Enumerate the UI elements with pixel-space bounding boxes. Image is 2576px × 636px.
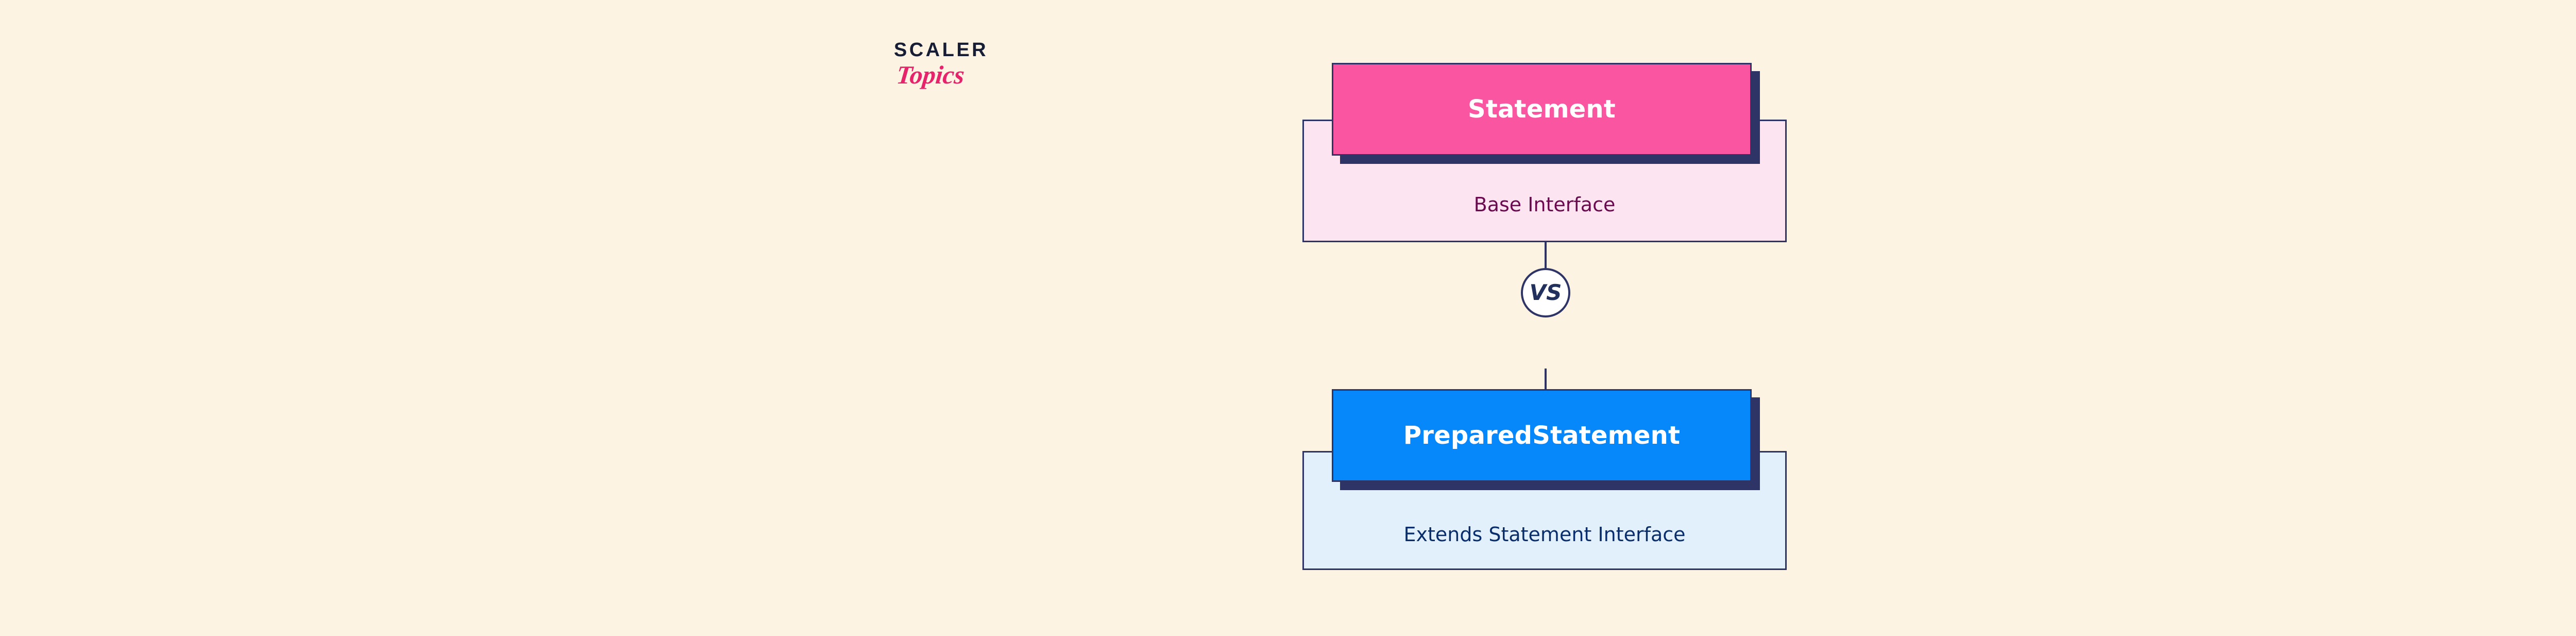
statement-caption: Base Interface [1473, 193, 1616, 216]
statement-vs-preparedstatement-diagram: Base Interface Statement VS Extends Stat… [1302, 57, 1789, 572]
statement-chip: Statement [1332, 63, 1752, 156]
preparedstatement-chip: PreparedStatement [1332, 389, 1752, 482]
connector-line-upper [1545, 242, 1547, 268]
connector-line-lower [1545, 369, 1547, 395]
scaler-topics-logo: SCALER Topics [894, 40, 1048, 102]
preparedstatement-caption: Extends Statement Interface [1403, 523, 1686, 546]
vs-badge-label: VS [1529, 280, 1562, 305]
logo-wordmark-scaler: SCALER [894, 39, 989, 61]
vs-badge: VS [1521, 268, 1570, 317]
logo-wordmark-topics: Topics [895, 60, 966, 89]
preparedstatement-chip-label: PreparedStatement [1403, 421, 1681, 450]
statement-chip-label: Statement [1468, 95, 1616, 124]
